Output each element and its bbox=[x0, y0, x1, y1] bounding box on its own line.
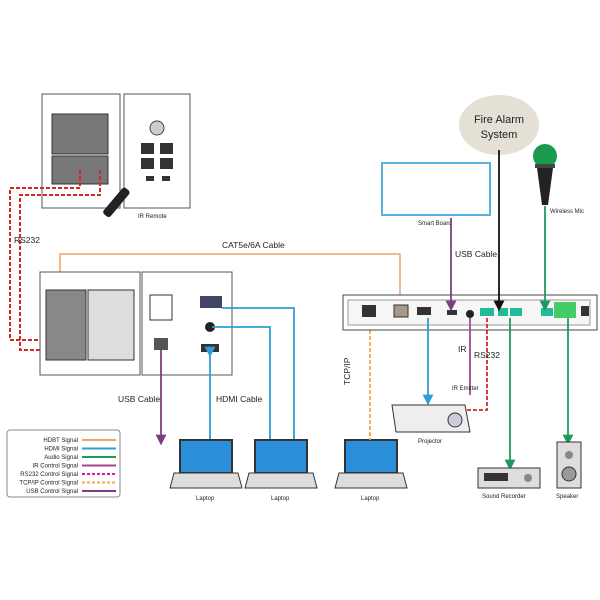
hdmi-line-2 bbox=[212, 326, 271, 440]
laptop-3-label: Laptop bbox=[361, 496, 380, 502]
hdmi-cable-label: HDMI Cable bbox=[216, 394, 263, 404]
wall-plate-input bbox=[141, 271, 233, 376]
ir-remote-icon bbox=[103, 187, 130, 218]
legend-label: HDMI Signal bbox=[44, 447, 78, 453]
laptop-3 bbox=[334, 439, 408, 489]
legend-label: HDBT Signal bbox=[43, 438, 78, 444]
legend-label: TCP/IP Control Signal bbox=[19, 481, 78, 487]
laptop-2 bbox=[244, 439, 318, 489]
rs232-left-line bbox=[9, 170, 81, 341]
legend-label: USB Control Signal bbox=[26, 489, 78, 495]
legend-label: IR Control Signal bbox=[33, 464, 78, 470]
projector-icon bbox=[391, 404, 471, 433]
tcpip-label: TCP/IP bbox=[342, 357, 352, 385]
wireless-mic-icon bbox=[533, 144, 557, 205]
speaker-label: Speaker bbox=[556, 494, 578, 500]
projector-label: Projector bbox=[418, 439, 442, 445]
ir-label: IR bbox=[458, 344, 467, 354]
rs232-projector-line bbox=[462, 318, 488, 411]
wall-plate-receiver bbox=[39, 271, 141, 376]
smart-board-label: Smart Board bbox=[418, 221, 452, 227]
speaker-icon bbox=[556, 441, 582, 489]
wall-plate-hdbt-top bbox=[41, 93, 121, 209]
fire-alarm-label-1: Fire Alarm bbox=[474, 114, 524, 126]
cat-cable-label: CAT5e/6A Cable bbox=[222, 240, 285, 250]
rs232-left-line-2 bbox=[19, 170, 101, 351]
rs232-right-label: RS232 bbox=[474, 350, 500, 360]
laptop-1-label: Laptop bbox=[196, 496, 215, 502]
usb-cable-left-label: USB Cable bbox=[118, 394, 160, 404]
wireless-mic-label: Wireless Mic bbox=[550, 209, 584, 215]
fire-alarm-system bbox=[459, 95, 539, 155]
ir-remote-label: IR Remote bbox=[138, 214, 167, 220]
ir-emitter-label: IR Emitter bbox=[452, 386, 479, 392]
sound-recorder-label: Sound Recorder bbox=[482, 494, 526, 500]
smart-board bbox=[381, 162, 491, 216]
sound-recorder-icon bbox=[477, 467, 541, 489]
legend-label: Audio Signal bbox=[44, 455, 78, 461]
laptop-2-label: Laptop bbox=[271, 496, 290, 502]
hdmi-line-3 bbox=[222, 307, 295, 440]
fire-alarm-label-2: System bbox=[481, 129, 518, 141]
legend-label: RS232 Control Signal bbox=[20, 472, 78, 478]
wall-plate-control-keypad bbox=[123, 93, 191, 209]
laptop-1 bbox=[169, 439, 243, 489]
rs232-left-label: RS232 bbox=[14, 235, 40, 245]
usb-cable-right-label: USB Cable bbox=[455, 249, 497, 259]
